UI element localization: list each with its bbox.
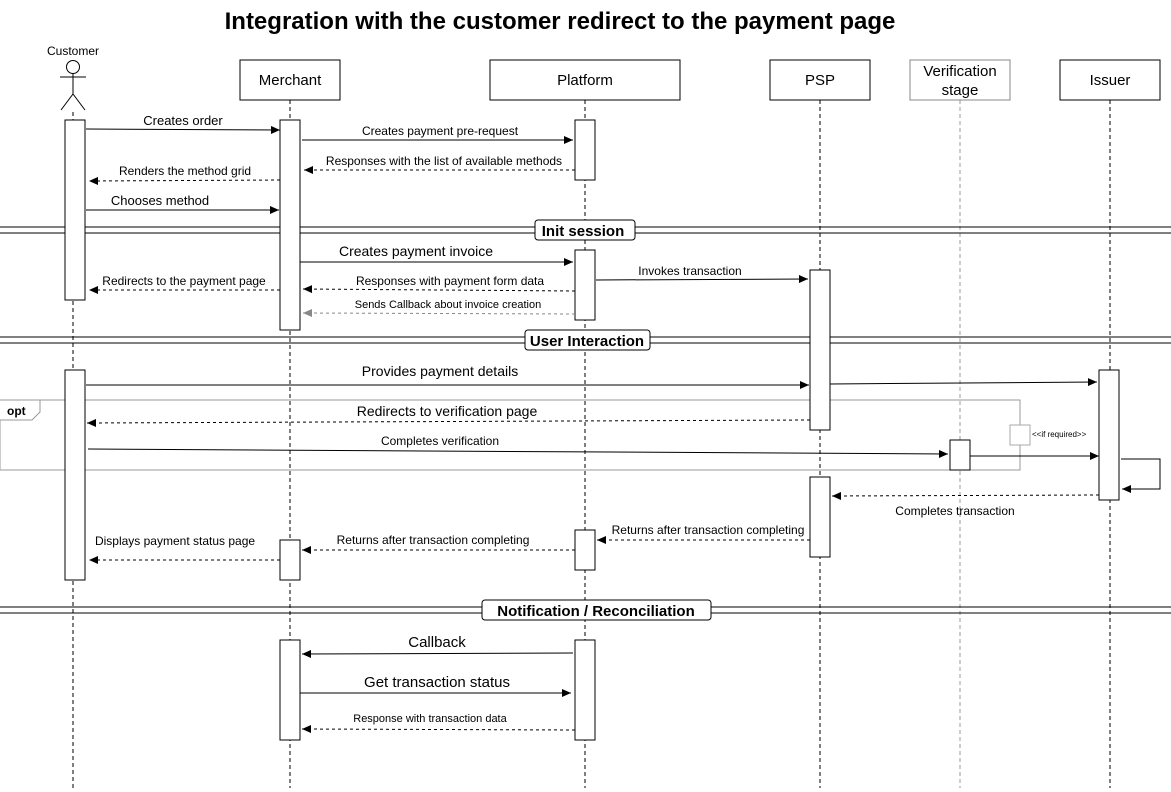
label-redirects-payment-page: Redirects to the payment page [102,274,266,288]
arrow-renders-grid [88,176,281,185]
verification-label-line2: stage [942,82,979,99]
activation-issuer [1098,369,1120,501]
activation-merchant-2 [279,539,301,581]
label-chooses-method: Chooses method [111,193,209,208]
actor-icon [60,60,86,111]
participant-merchant: Merchant [239,59,341,101]
label-returns-platform: Returns after transaction completing [337,533,530,547]
participant-platform: Platform [489,59,681,101]
if-required-label: <<if required>> [1032,430,1087,439]
arrow-callback [301,649,574,658]
arrow-issuer-self [1121,458,1161,493]
platform-label: Platform [557,72,613,89]
activation-merchant-3 [279,639,301,741]
participant-verification: Verification stage [909,59,1011,101]
activation-platform-4 [574,639,596,741]
label-provides-details: Provides payment details [362,363,518,379]
label-displays-status: Displays payment status page [95,534,255,548]
label-creates-invoice: Creates payment invoice [339,243,493,259]
activation-psp-2 [809,476,831,558]
section-notification: Notification / Reconciliation [0,599,1171,621]
arrow-creates-order [85,125,281,134]
arrow-completes-transaction [831,491,1100,500]
label-redirects-verification: Redirects to verification page [357,403,538,419]
activations [64,119,1120,741]
participant-issuer: Issuer [1059,59,1161,101]
label-completes-transaction: Completes transaction [895,504,1014,518]
label-responses-form: Responses with payment form data [356,274,544,288]
activation-psp-1 [809,269,831,431]
participant-psp: PSP [769,59,871,101]
label-response-data: Response with transaction data [353,713,507,725]
if-required-marker [1009,424,1031,446]
arrow-responses-form [302,285,576,294]
arrow-redirects-verification [86,418,811,427]
section-label-notification: Notification / Reconciliation [497,603,695,620]
label-returns-psp: Returns after transaction completing [612,523,805,537]
arrow-sends-callback-invoice [302,309,576,318]
psp-label: PSP [805,72,835,89]
activation-verification [949,439,971,471]
message-labels: Creates order Creates payment pre-reques… [95,113,1015,725]
label-renders-grid: Renders the method grid [119,164,251,178]
label-get-status: Get transaction status [364,674,510,691]
label-invokes-transaction: Invokes transaction [638,264,741,278]
activation-platform-2 [574,249,596,321]
opt-label: opt [7,404,26,418]
section-init-session: Init session [0,219,1171,241]
label-callback: Callback [408,634,466,651]
label-completes-verification: Completes verification [381,434,499,448]
section-label-init: Init session [542,223,625,240]
label-sends-callback-invoice: Sends Callback about invoice creation [355,299,542,311]
merchant-label: Merchant [259,72,322,89]
label-creates-order: Creates order [143,113,223,128]
activation-platform-1 [574,119,596,181]
activation-platform-3 [574,529,596,571]
label-creates-prerequest: Creates payment pre-request [362,124,519,138]
participant-customer: Customer [47,44,99,111]
activation-merchant-1 [279,119,301,331]
opt-fragment: opt <<if required>> [0,399,1087,471]
section-user-interaction: User Interaction [0,329,1171,351]
activation-customer-1 [64,119,86,301]
arrow-response-data [301,725,576,734]
diagram-title: Integration with the customer redirect t… [225,8,896,35]
label-responses-methods: Responses with the list of available met… [326,154,562,168]
customer-label: Customer [47,44,99,58]
arrow-completes-verification [87,448,949,458]
arrow-invokes-transaction [595,275,809,284]
arrow-psp-to-issuer [829,378,1098,387]
issuer-label: Issuer [1090,72,1131,89]
section-label-user: User Interaction [530,333,644,350]
activation-customer-2 [64,369,86,581]
verification-label-line1: Verification [923,63,996,80]
message-arrows [85,125,1161,734]
